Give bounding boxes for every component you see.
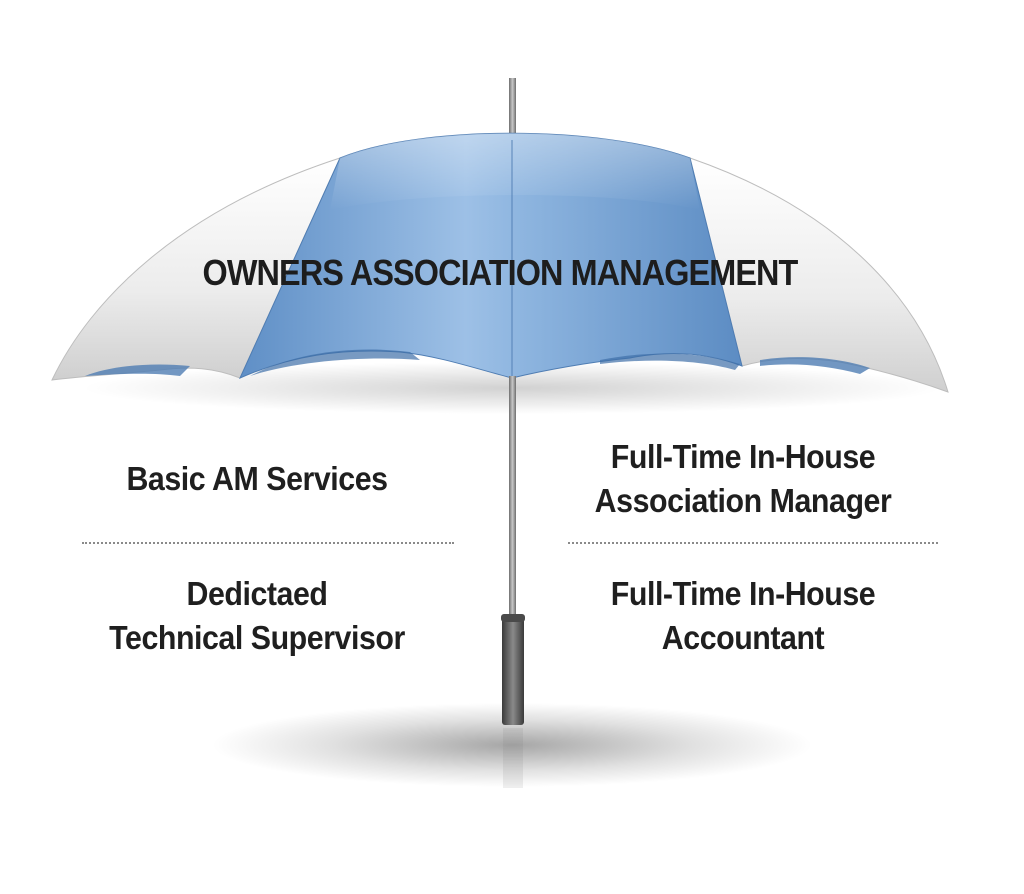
canopy-highlight [330, 133, 700, 210]
item-line: Dedictaed [186, 575, 328, 612]
item-line: Full-Time In-House [610, 438, 876, 475]
item-line: Full-Time In-House [610, 575, 876, 612]
divider-left [82, 542, 454, 544]
umbrella-shaft [509, 376, 516, 620]
umbrella-tip [509, 78, 516, 148]
umbrella-handle [502, 617, 524, 725]
diagram-title: OWNERS ASSOCIATION MANAGEMENT [202, 252, 799, 293]
canopy-underside-center [250, 349, 420, 376]
item-technical-supervisor: Dedictaed Technical Supervisor [78, 572, 437, 660]
ground-shadow [212, 703, 812, 787]
item-line: Association Manager [594, 482, 892, 519]
canopy-underside-center-right [600, 353, 740, 370]
item-line: Accountant [661, 619, 825, 656]
handle-reflection [503, 728, 523, 788]
item-association-manager: Full-Time In-House Association Manager [564, 435, 923, 523]
item-accountant: Full-Time In-House Accountant [564, 572, 923, 660]
canopy-underside-left [85, 364, 190, 376]
item-line: Basic AM Services [126, 460, 388, 497]
divider-right [568, 542, 938, 544]
canopy-underside-right [760, 357, 870, 374]
item-line: Technical Supervisor [109, 619, 405, 656]
handle-cap [501, 614, 525, 622]
item-basic-am-services: Basic AM Services [78, 457, 437, 501]
